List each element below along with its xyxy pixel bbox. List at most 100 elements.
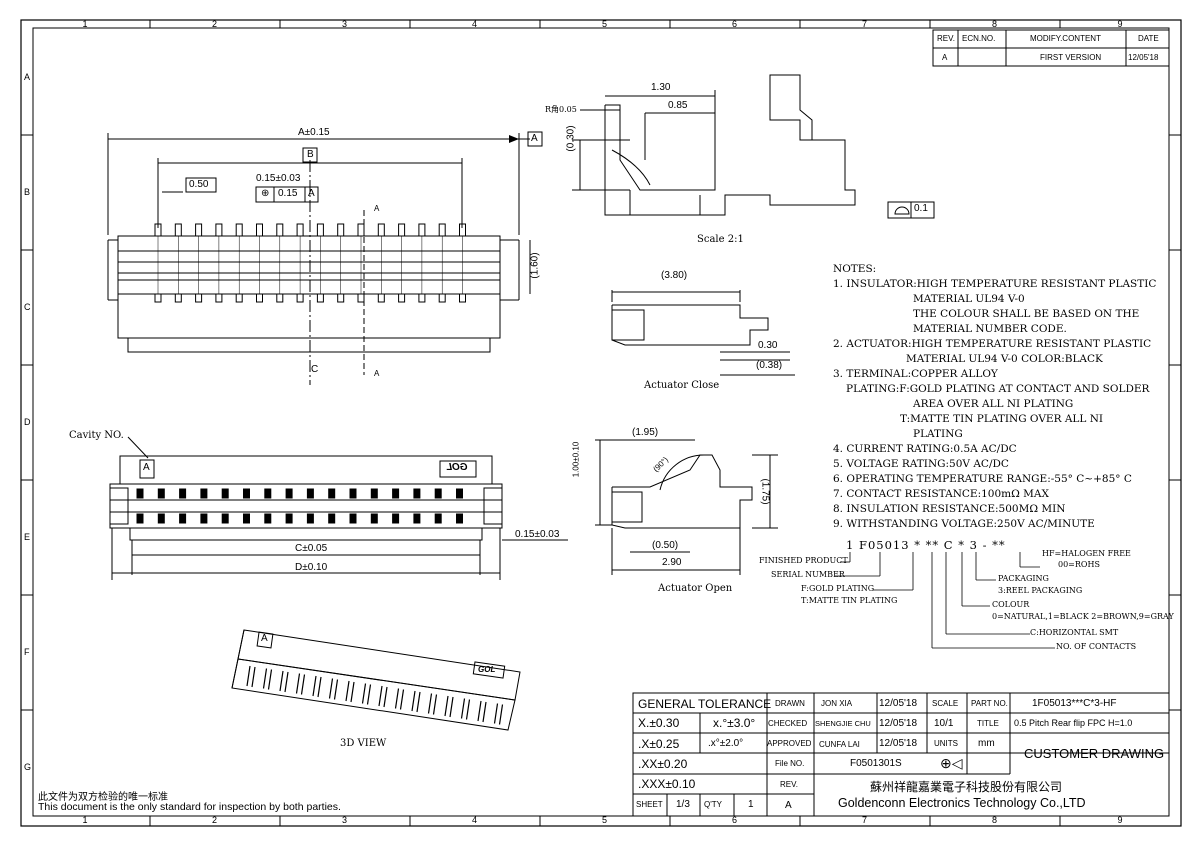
section-a-bottom: A bbox=[374, 369, 380, 378]
flatness-value: 0.1 bbox=[914, 203, 928, 214]
zone-bottom-2: 2 bbox=[212, 815, 218, 825]
projection-icon: ⊕◁ bbox=[940, 755, 963, 771]
actuator-open-geometry bbox=[595, 439, 778, 575]
approved-label: APPROVED bbox=[767, 739, 812, 748]
rev-row-content: FIRST VERSION bbox=[1040, 53, 1102, 62]
pos-frame-datum: A bbox=[308, 188, 315, 199]
note-line-15: 7. CONTACT RESISTANCE:100mΩ MAX bbox=[833, 488, 1049, 500]
drawn-label: DRAWN bbox=[775, 699, 805, 708]
code-packaging-reel: 3:REEL PACKAGING bbox=[998, 586, 1083, 595]
title-value: 0.5 Pitch Rear flip FPC H=1.0 bbox=[1014, 718, 1133, 728]
sheet-label: SHEET bbox=[636, 800, 663, 809]
zone-top-3: 3 bbox=[342, 19, 348, 29]
tol-xx: .X±0.25 bbox=[638, 737, 680, 751]
code-contacts: NO. OF CONTACTS bbox=[1056, 642, 1137, 651]
zone-top-4: 4 bbox=[472, 19, 478, 29]
note-line-13: 5. VOLTAGE RATING:50V AC/DC bbox=[833, 458, 1009, 470]
code-finished: FINISHED PRODUCT bbox=[759, 556, 848, 565]
sheet-value: 1/3 bbox=[676, 799, 690, 810]
radius-note: R角0.05 bbox=[545, 105, 577, 114]
zone-bottom-8: 8 bbox=[992, 815, 998, 825]
part-code: 1 F05013 * ** C * 3 - ** bbox=[846, 538, 1006, 552]
code-plating-gold: F:GOLD PLATING bbox=[801, 584, 875, 593]
zone-left-b: B bbox=[24, 186, 31, 197]
actuator-open-label: Actuator Open bbox=[658, 583, 733, 594]
part-code-leaders bbox=[835, 552, 1055, 649]
checked-name: SHENGJIE CHU bbox=[815, 719, 871, 728]
centerline-label: C bbox=[311, 364, 319, 375]
zone-top-5: 5 bbox=[602, 19, 608, 29]
tol-xxxx: .XXX±0.10 bbox=[638, 777, 696, 791]
note-line-1: 1. INSULATOR:HIGH TEMPERATURE RESISTANT … bbox=[833, 278, 1157, 290]
datum-a-label: A bbox=[531, 133, 538, 144]
zone-top-7: 7 bbox=[862, 19, 868, 29]
zone-bottom-5: 5 bbox=[602, 815, 608, 825]
note-line-9: AREA OVER ALL NI PLATING bbox=[913, 398, 1074, 410]
code-colour: COLOUR bbox=[992, 600, 1030, 609]
rev-label: REV. bbox=[780, 780, 798, 789]
revision-grid bbox=[932, 29, 1170, 67]
note-line-4: MATERIAL NUMBER CODE. bbox=[913, 323, 1067, 335]
zone-bottom-6: 6 bbox=[732, 815, 738, 825]
iso-mark: A bbox=[261, 633, 268, 644]
units-value: mm bbox=[978, 738, 995, 749]
code-rohs: 00=ROHS bbox=[1058, 560, 1100, 569]
actuator-close-d1: 0.30 bbox=[758, 340, 778, 351]
approved-name: CUNFA LAI bbox=[819, 740, 860, 749]
zone-left-a: A bbox=[24, 71, 31, 82]
rev-row-rev: A bbox=[942, 53, 948, 62]
zone-bottom-1: 1 bbox=[82, 815, 88, 825]
zone-left-f: F bbox=[24, 646, 30, 657]
actuator-close-dim: (3.80) bbox=[661, 270, 688, 281]
zone-top-8: 8 bbox=[992, 19, 998, 29]
company-cn: 蘇州祥龍嘉業電子科技股份有限公司 bbox=[870, 780, 1063, 794]
note-line-6: MATERIAL UL94 V-0 COLOR:BLACK bbox=[906, 353, 1103, 365]
cavity-label: Cavity NO. bbox=[69, 430, 124, 441]
actuator-open-dim: (1.95) bbox=[632, 427, 659, 438]
note-line-14: 6. OPERATING TEMPERATURE RANGE:-55° C~+8… bbox=[833, 473, 1132, 485]
checked-label: CHECKED bbox=[768, 719, 808, 728]
note-line-16: 8. INSULATION RESISTANCE:500MΩ MIN bbox=[833, 503, 1066, 515]
section-a-top: A bbox=[374, 204, 380, 213]
zone-bottom-7: 7 bbox=[862, 815, 868, 825]
notes-title: NOTES: bbox=[833, 263, 877, 275]
approved-date: 12/05'18 bbox=[879, 738, 918, 749]
zone-bottom-3: 3 bbox=[342, 815, 348, 825]
gen-tol: GENERAL TOLERANCE bbox=[638, 697, 772, 711]
code-colour-values: 0=NATURAL,1=BLACK 2=BROWN,9=GRAY bbox=[992, 612, 1174, 621]
dim-0-30-side: (0.30) bbox=[565, 125, 577, 152]
part-no-value: 1F05013***C*3-HF bbox=[1032, 698, 1117, 709]
logo-mark: GOL bbox=[446, 462, 468, 473]
zone-bottom-4: 4 bbox=[472, 815, 478, 825]
qty-value: 1 bbox=[748, 799, 754, 810]
drawing-type: CUSTOMER DRAWING bbox=[1024, 746, 1165, 761]
note-line-7: 3. TERMINAL:COPPER ALLOY bbox=[833, 368, 998, 380]
zone-top-6: 6 bbox=[732, 19, 738, 29]
footer-cn: 此文件为双方检验的唯一标准 bbox=[38, 792, 168, 803]
tol-x-angle: x.°±3.0° bbox=[713, 716, 756, 730]
scale-key: SCALE bbox=[932, 699, 959, 708]
note-line-5: 2. ACTUATOR:HIGH TEMPERATURE RESISTANT P… bbox=[833, 338, 1152, 350]
rev-header-date: DATE bbox=[1138, 34, 1159, 43]
note-line-11: PLATING bbox=[913, 428, 963, 440]
actuator-open-h2: (1.75) bbox=[759, 478, 771, 505]
title-label: TITLE bbox=[977, 719, 999, 728]
code-serial: SERIAL NUMBER bbox=[771, 570, 845, 579]
code-smt: C:HORIZONTAL SMT bbox=[1030, 628, 1119, 637]
dim-solder-tol: 0.15±0.03 bbox=[515, 529, 560, 540]
note-line-17: 9. WITHSTANDING VOLTAGE:250V AC/MINUTE bbox=[833, 518, 1095, 530]
actuator-open-h1: 1.00±0.10 bbox=[571, 441, 581, 478]
rev-row-date: 12/05'18 bbox=[1128, 53, 1159, 62]
zone-top-9: 9 bbox=[1117, 19, 1123, 29]
tol-x: X.±0.30 bbox=[638, 716, 680, 730]
drawn-name: JON XIA bbox=[821, 699, 853, 708]
top-view-geometry bbox=[107, 133, 531, 385]
company-en: Goldenconn Electronics Technology Co.,LT… bbox=[838, 796, 1086, 810]
zone-left-d: D bbox=[24, 416, 31, 427]
dim-a: A±0.15 bbox=[298, 127, 330, 138]
scale-value: 10/1 bbox=[934, 718, 954, 729]
cavity-mark: A bbox=[143, 462, 150, 473]
view-3d-label: 3D VIEW bbox=[340, 738, 387, 749]
drawn-date: 12/05'18 bbox=[879, 698, 918, 709]
